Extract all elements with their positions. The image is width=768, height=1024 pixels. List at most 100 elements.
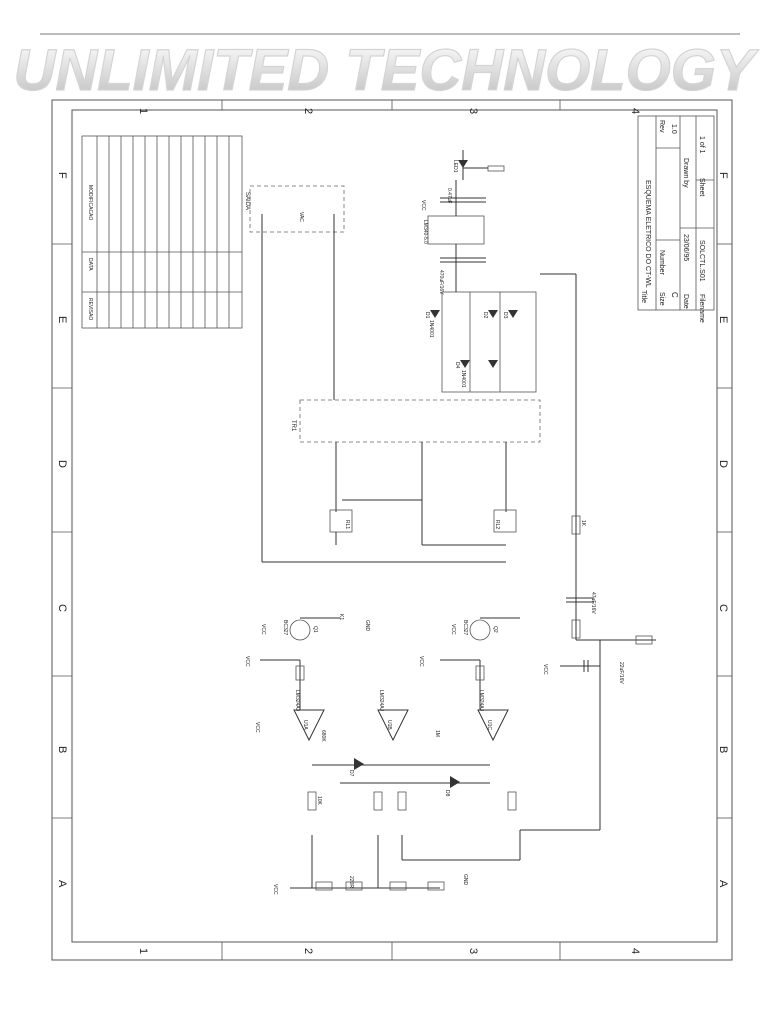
tb-size-label: Size xyxy=(658,292,665,306)
c3-value: 47uF/16V xyxy=(590,592,596,614)
tb-date: 23/06/95 xyxy=(682,234,689,261)
col-label-2-bottom: 2 xyxy=(302,948,314,954)
relay-rl2: RL2 xyxy=(493,509,517,533)
opamp-u1b: LM324AJ U1B xyxy=(377,690,409,742)
vcc-r2: VCC xyxy=(418,656,424,667)
transformer-block: TR1 xyxy=(290,399,541,545)
q1-label: Q1 xyxy=(312,626,318,633)
rev-col-modificacao: MODIFICACAO xyxy=(87,185,93,220)
row-label-d-right: D xyxy=(717,460,729,468)
c5-value: 22uF/16V xyxy=(618,662,624,684)
d4-type: 1N4001 xyxy=(460,370,466,388)
gnd-q1: GND xyxy=(364,620,370,632)
rev-col-revisao: REVISAO xyxy=(87,298,93,320)
rl2-label: RL2 xyxy=(494,520,500,529)
diode-d7: D7 xyxy=(348,758,364,777)
tb-drawn-label: Drawn by xyxy=(682,158,689,188)
tb-number-label: Number xyxy=(658,250,665,276)
inner-frame xyxy=(71,109,718,943)
tr-label: TR1 xyxy=(290,420,296,432)
row-label-b-right: B xyxy=(717,746,729,753)
r-680-label: 680K xyxy=(320,730,326,742)
k1-label: K1 xyxy=(338,614,344,620)
c1-value: 470uF/16V xyxy=(438,270,444,295)
u1a-label: U1A xyxy=(302,720,308,730)
vcc-c5: VCC xyxy=(542,664,548,675)
rectifier-bridge: D1 D2 D3 D4 1N4001 1N4001 xyxy=(424,291,537,393)
tb-title-label: Title xyxy=(640,290,647,303)
resistors: 220R 680K 1M 10K 1K xyxy=(295,515,653,891)
title-block: Title ESQUEMA ELETRICO DO CT-WL Size C N… xyxy=(637,115,715,323)
u1b-type: LM324AJ xyxy=(378,690,384,712)
banner-title: UNLIMITED TECHNOLOGY xyxy=(13,38,759,100)
u1a-type: LM324AJ xyxy=(294,690,300,712)
col-label-1-top: 1 xyxy=(137,108,149,114)
vcc-r1: VCC xyxy=(244,656,250,667)
tb-title: ESQUEMA ELETRICO DO CT-WL xyxy=(644,180,651,288)
row-label-f-right: F xyxy=(717,172,729,179)
regulator: LM340-5.0 470uF/16V 0.47uF VCC xyxy=(420,180,486,295)
d7-label: D7 xyxy=(348,770,354,777)
row-label-c-right: C xyxy=(717,604,729,612)
saida-label: SAIDA xyxy=(244,192,250,210)
col-label-3-bottom: 3 xyxy=(467,948,479,954)
vcc-q1: VCC xyxy=(260,624,266,635)
brand-banner: UNLIMITED TECHNOLOGY xyxy=(13,33,760,100)
lm340-label: LM340-5.0 xyxy=(422,220,428,244)
transistor-q2: BC327 Q2 xyxy=(462,617,520,641)
d8-label: D8 xyxy=(444,790,450,797)
status-led: LED1 xyxy=(452,150,505,180)
tb-sheet-label: Sheet xyxy=(698,178,705,196)
rev-col-data: DATA xyxy=(87,258,93,271)
q2-label: Q2 xyxy=(492,626,498,633)
u1c-type: LM324AJ xyxy=(478,690,484,712)
outer-frame xyxy=(51,99,733,961)
col-label-4-bottom: 4 xyxy=(629,948,641,954)
r-220-label: 220R xyxy=(348,876,354,888)
d1-label: D1 xyxy=(424,312,430,319)
c2-value: 0.47uF xyxy=(446,188,452,204)
col-label-3-top: 3 xyxy=(467,108,479,114)
col-label-4-top: 4 xyxy=(629,108,641,114)
r-1m-label: 1M xyxy=(434,730,440,737)
u1b-label: U1B xyxy=(386,720,392,730)
tb-file-label: Filename xyxy=(698,294,705,323)
transistor-q1: BC327 Q1 K1 xyxy=(282,614,344,641)
opamp-u1c: LM324AJ U1C xyxy=(477,690,509,742)
q1-type: BC327 xyxy=(282,620,288,636)
wiring xyxy=(260,273,656,889)
revision-table: REVISAO DATA MODIFICACAO xyxy=(81,135,243,329)
row-label-e-left: E xyxy=(56,316,68,323)
col-label-2-top: 2 xyxy=(302,108,314,114)
vcc-q2: VCC xyxy=(450,624,456,635)
row-label-a-left: A xyxy=(56,880,68,888)
relay-rl1: RL1 xyxy=(329,509,353,533)
vac-label: VAC xyxy=(298,212,304,222)
tb-file: SOLCTL.S01 xyxy=(698,240,705,282)
led-label: LED1 xyxy=(452,160,458,173)
u1c-label: U1C xyxy=(486,720,492,730)
diode-d8: D8 xyxy=(444,776,460,797)
r-1k-label: 1K xyxy=(580,520,586,527)
tb-rev-label: Rev xyxy=(658,120,665,133)
row-label-e-right: E xyxy=(717,316,729,323)
d4-label: D4 xyxy=(454,362,460,369)
capacitors: 47uF/16V 22uF/16V xyxy=(566,592,624,684)
d2-label: D2 xyxy=(482,312,488,319)
opamp-u1a: LM324AJ U1A xyxy=(293,690,325,742)
rl1-label: RL1 xyxy=(344,520,350,529)
row-label-f-left: F xyxy=(56,172,68,179)
tb-rev: 1.0 xyxy=(670,124,677,134)
row-label-a-right: A xyxy=(717,880,729,888)
tb-sheet: 1 of 1 xyxy=(698,136,705,154)
output-connector: SAIDA VAC xyxy=(244,185,345,562)
row-label-d-left: D xyxy=(56,460,68,468)
row-label-b-left: B xyxy=(56,746,68,753)
vcc-u1a: VCC xyxy=(254,722,260,733)
vcc-reg: VCC xyxy=(420,200,426,211)
q2-type: BC327 xyxy=(462,620,468,636)
r-10k-label: 10K xyxy=(316,796,322,806)
tb-date-label: Date xyxy=(682,294,689,309)
col-label-1-bottom: 1 xyxy=(137,948,149,954)
